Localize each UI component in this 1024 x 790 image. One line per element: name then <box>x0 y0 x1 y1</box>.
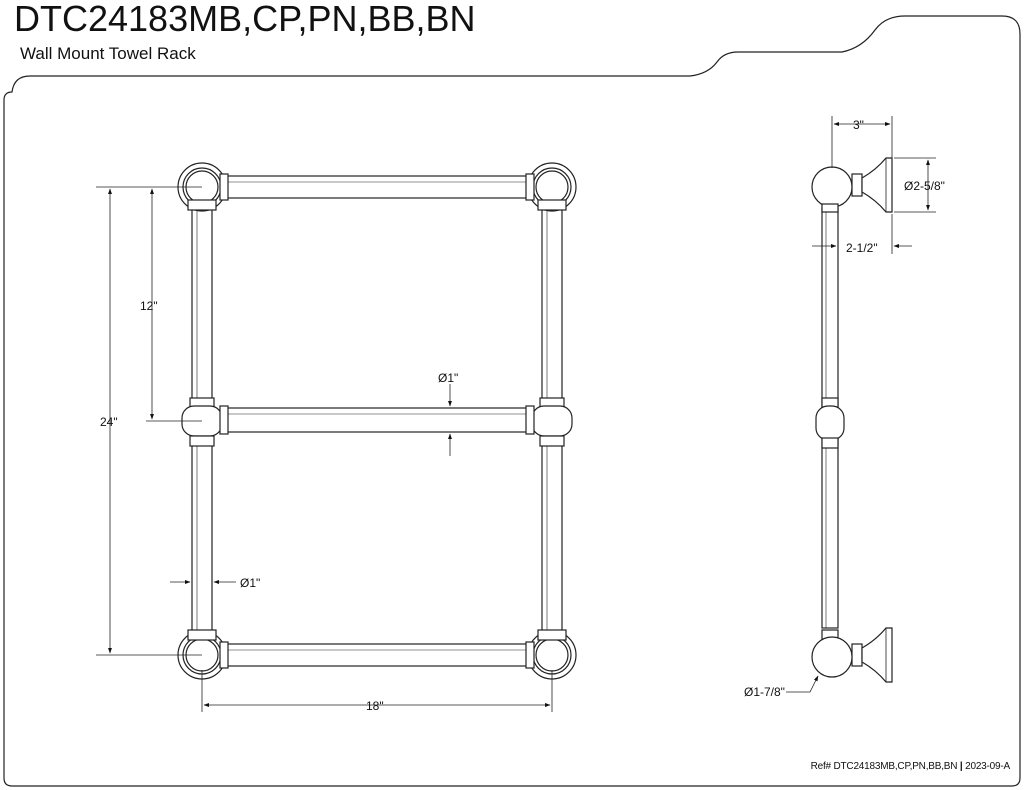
front-dimensions <box>96 186 553 712</box>
label-height-total: 24" <box>100 415 118 429</box>
drawing-frame <box>3 15 1021 787</box>
page-title: DTC24183MB,CP,PN,BB,BN <box>14 0 476 39</box>
label-bar-diameter: Ø1" <box>438 371 458 385</box>
reference-footer: Ref# DTC24183MB,CP,PN,BB,BN | 2023-09-A <box>810 761 1011 772</box>
side-top-mount <box>811 157 893 213</box>
label-post-diameter: Ø1" <box>240 576 260 590</box>
corner-bottom-left <box>177 629 229 680</box>
label-height-upper: 12" <box>140 299 158 313</box>
top-bar <box>225 175 529 199</box>
side-dimensions <box>786 116 936 693</box>
front-view <box>177 162 577 680</box>
side-middle-knuckle <box>815 397 845 449</box>
side-bottom-mount <box>811 627 893 683</box>
bottom-bar <box>225 643 529 667</box>
tee-middle-left <box>181 397 229 447</box>
label-ball-diameter: Ø1-7/8" <box>744 685 785 699</box>
middle-bar <box>225 407 529 433</box>
corner-top-right <box>525 162 577 212</box>
reference-text: Ref# DTC24183MB,CP,PN,BB,BN <box>810 761 958 772</box>
tee-middle-right <box>525 397 573 447</box>
page-subtitle: Wall Mount Towel Rack <box>20 44 196 63</box>
label-flange-diameter: Ø2-5/8" <box>904 179 945 193</box>
label-width: 18" <box>366 699 384 713</box>
corner-bottom-right <box>525 629 577 680</box>
revision-text: 2023-09-A <box>965 761 1010 772</box>
side-view <box>811 157 893 683</box>
reference-separator: | <box>959 761 963 772</box>
label-depth: 3" <box>853 118 864 132</box>
label-offset: 2-1/2" <box>846 241 878 255</box>
